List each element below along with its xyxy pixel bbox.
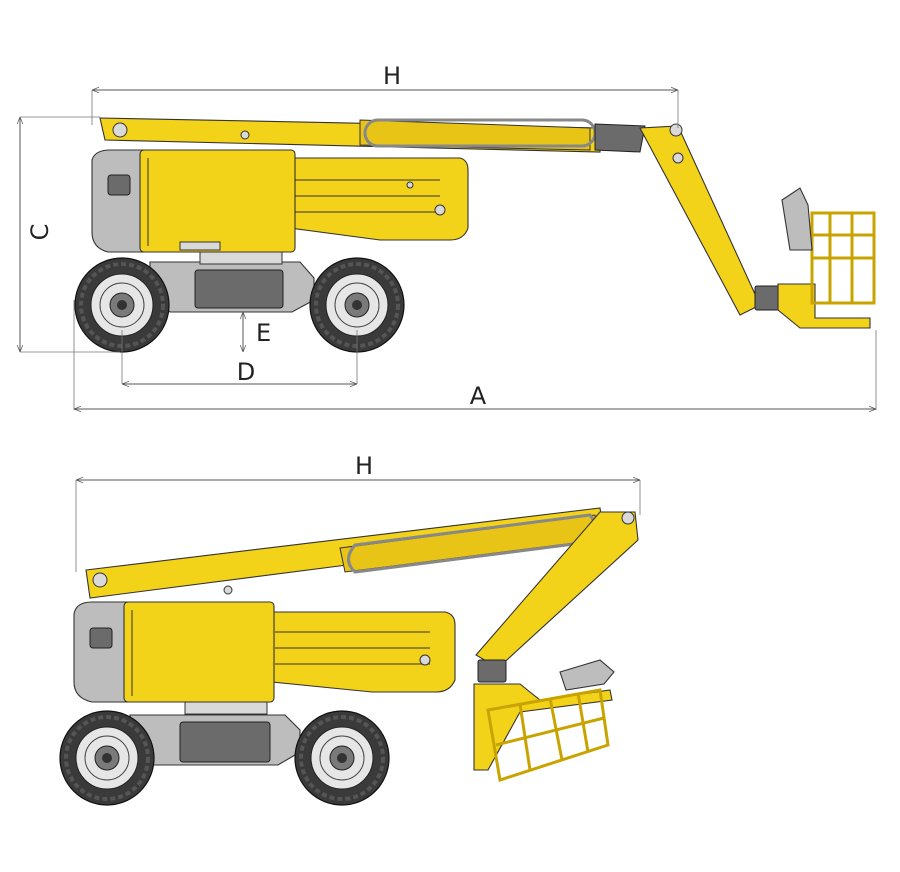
dimension-d-label: D (237, 358, 255, 386)
dimension-e-label: E (256, 319, 271, 347)
front-wheel-icon (293, 709, 391, 807)
top-dimensions: H C E D A (20, 62, 877, 410)
rear-wheel-icon (58, 709, 156, 807)
dimension-h-top-label: H (383, 62, 401, 90)
dimension-a-label: A (470, 382, 487, 410)
dimension-c-label: C (26, 224, 54, 241)
bottom-view-machine (58, 507, 639, 807)
dimension-h-bottom-label: H (355, 452, 373, 480)
top-view-machine (73, 117, 876, 354)
bottom-dimensions: H (75, 452, 641, 572)
